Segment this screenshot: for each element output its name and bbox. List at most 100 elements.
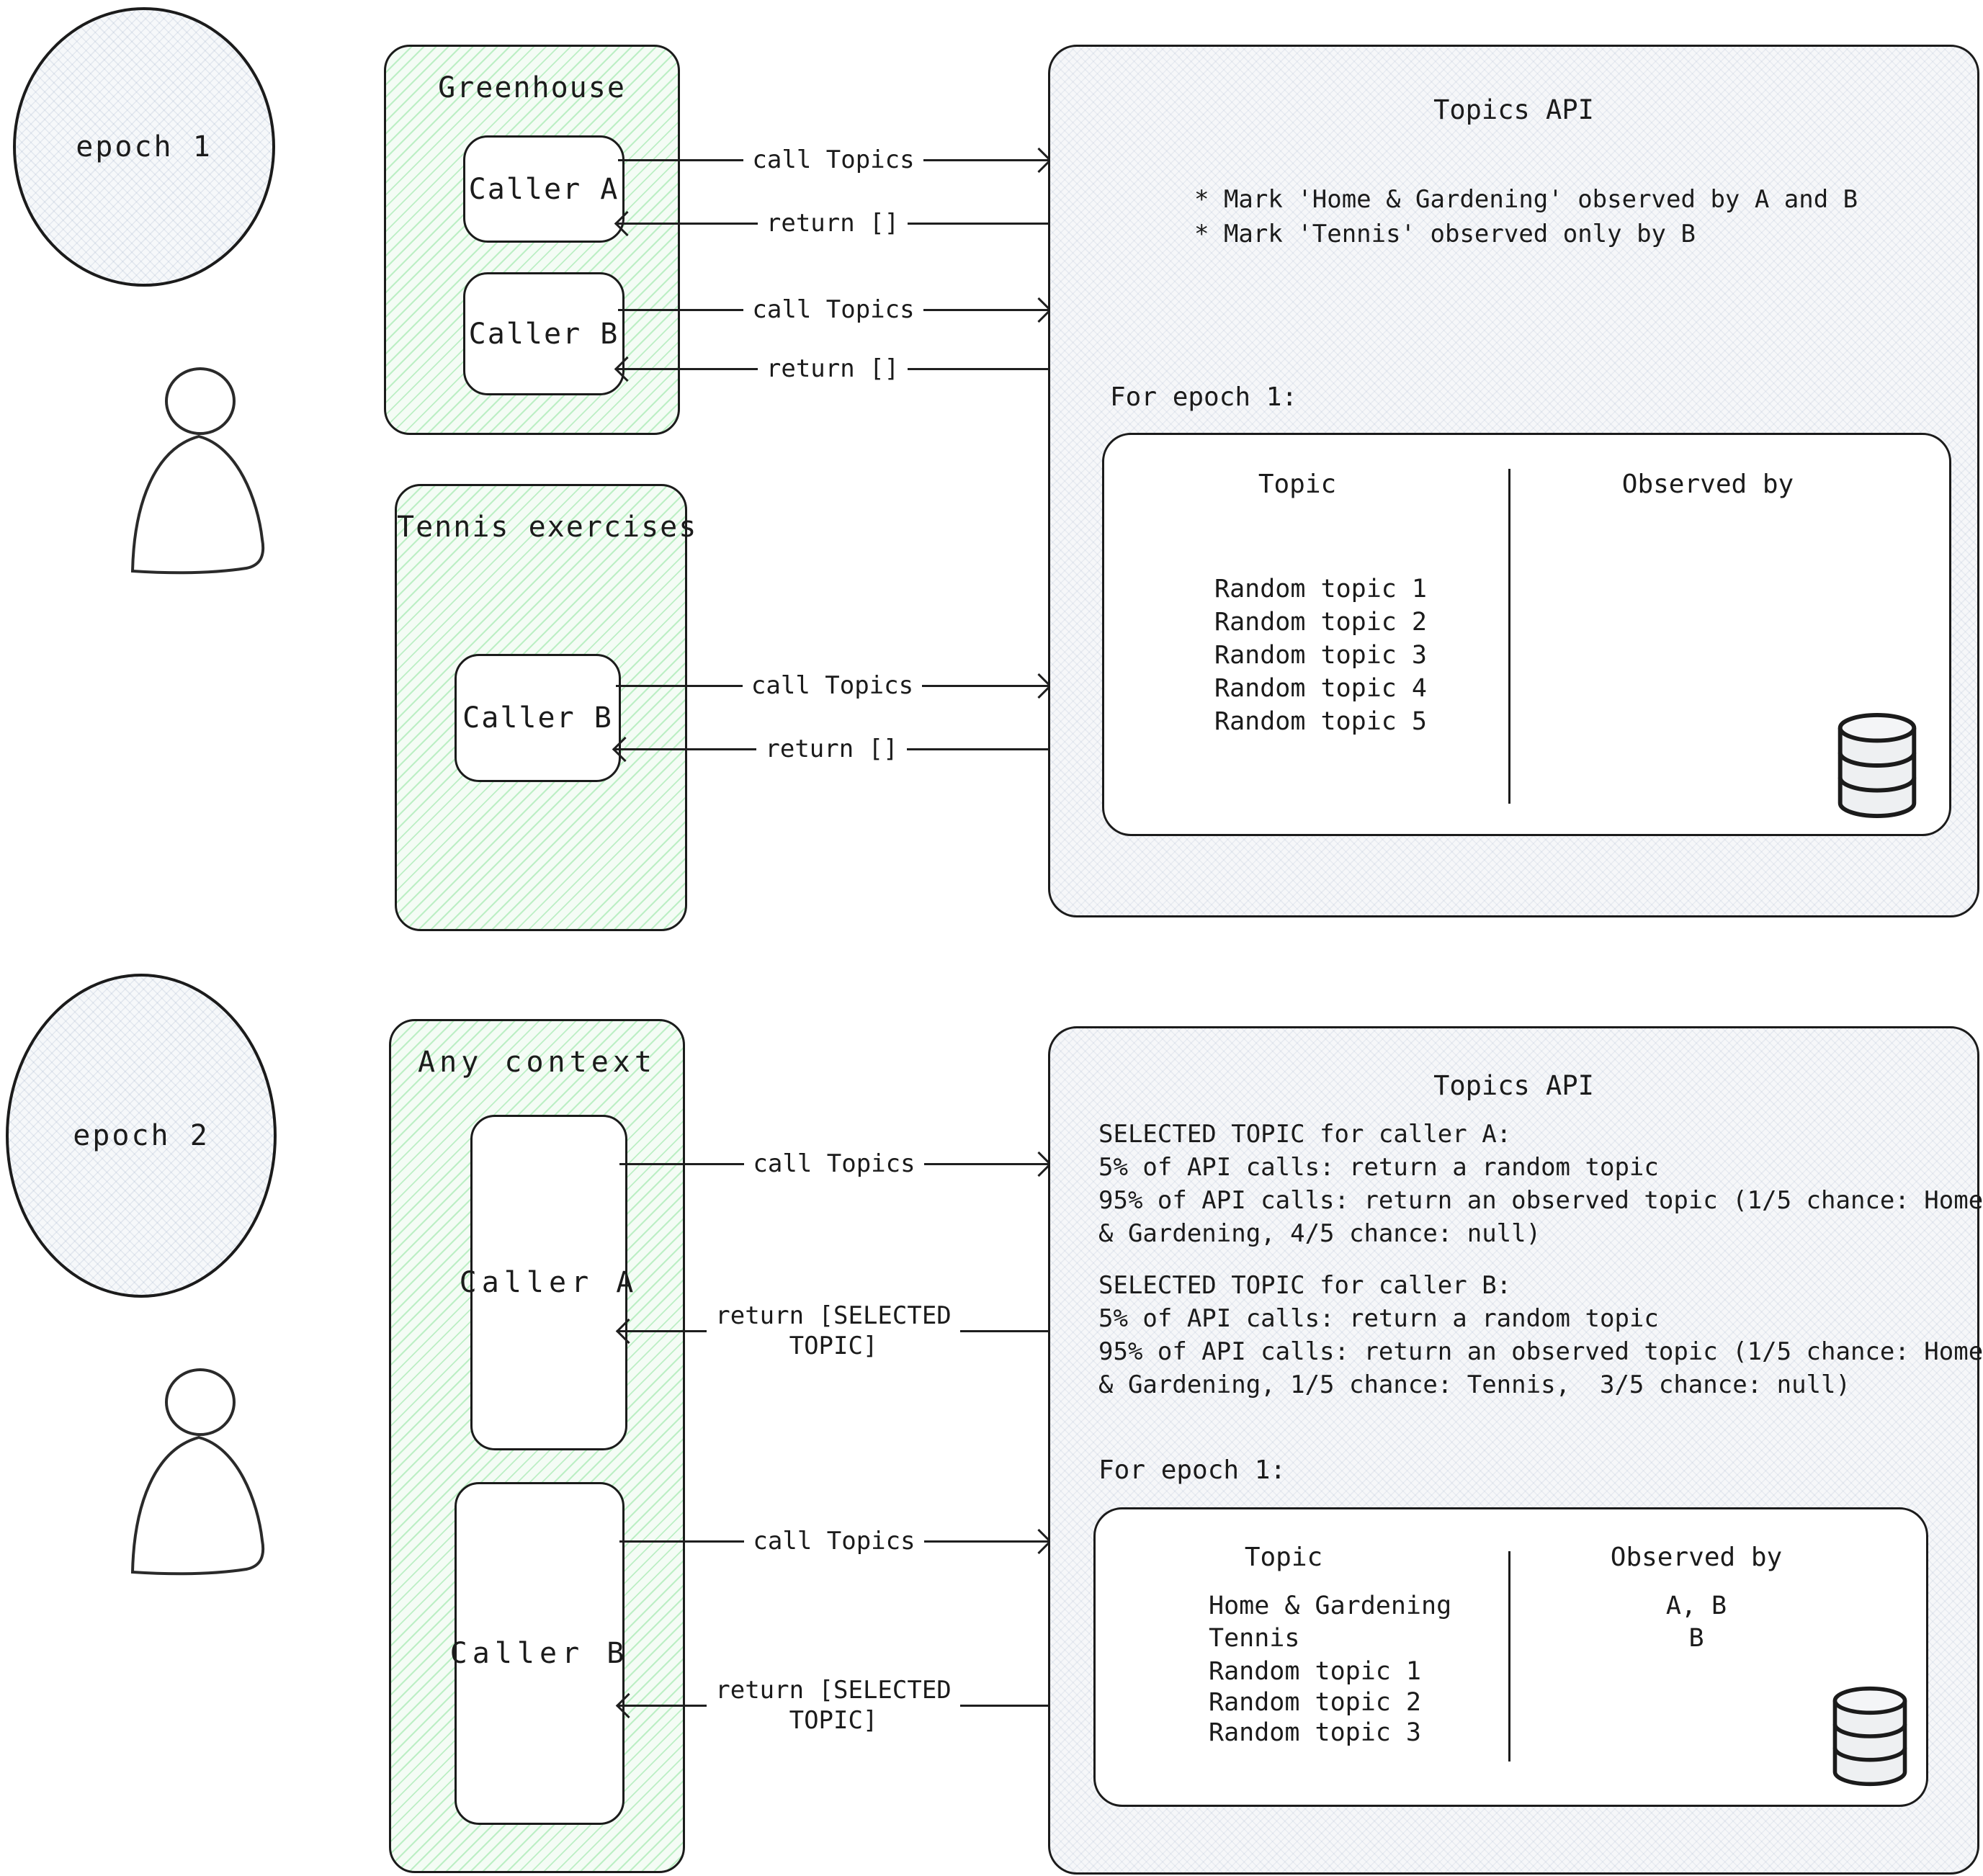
arrow-line bbox=[959, 1329, 1049, 1332]
topics-api-title: Topics API bbox=[1433, 94, 1594, 125]
call-topics-label: call Topics bbox=[753, 1527, 916, 1556]
topics-api-panel-epoch1: Topics API * Mark 'Home & Gardening' obs… bbox=[1048, 45, 1979, 917]
arrow-line bbox=[619, 1162, 745, 1165]
call-topics-label: call Topics bbox=[753, 1149, 916, 1178]
return-arrow-caller-b: return [] bbox=[614, 352, 1049, 385]
call-topics-arrow-tennis-b: call Topics bbox=[616, 669, 1052, 702]
arrow-line bbox=[617, 367, 758, 370]
selected-topic-a-line: 5% of API calls: return a random topic bbox=[1098, 1153, 1659, 1182]
epoch1-topics-table: Topic Observed by Random topic 1 Random … bbox=[1102, 433, 1951, 836]
table-row: Home & Gardening bbox=[1209, 1592, 1452, 1620]
call-topics-label: call Topics bbox=[751, 671, 914, 700]
return-arrow-caller-a: return [] bbox=[614, 207, 1049, 240]
arrow-line bbox=[619, 1329, 707, 1332]
arrow-line bbox=[615, 748, 757, 750]
epoch-table-caption: For epoch 1: bbox=[1110, 382, 1298, 412]
greenhouse-caller-b-box: Caller B bbox=[463, 272, 625, 395]
arrow-line bbox=[616, 684, 743, 687]
tennis-exercises-box: Tennis exercises Caller B bbox=[395, 484, 698, 931]
topics-api-title: Topics API bbox=[1433, 1070, 1594, 1101]
arrow-line bbox=[923, 1540, 1049, 1543]
any-context-title: Any context bbox=[418, 1046, 656, 1079]
database-icon bbox=[1832, 1686, 1907, 1787]
database-icon bbox=[1837, 712, 1917, 819]
arrow-line bbox=[923, 1162, 1049, 1165]
table-row: Random topic 1 bbox=[1209, 1657, 1422, 1686]
selected-topic-a-line: & Gardening, 4/5 chance: null) bbox=[1098, 1219, 1541, 1248]
call-topics-arrow-caller-a: call Topics bbox=[618, 143, 1052, 176]
column-header-topic: Topic bbox=[1258, 470, 1337, 499]
person-icon bbox=[130, 367, 265, 575]
caller-a-label: Caller A bbox=[459, 1266, 639, 1299]
arrow-line bbox=[923, 158, 1049, 161]
arrow-line bbox=[908, 222, 1049, 225]
table-row: Random topic 3 bbox=[1214, 641, 1428, 670]
observed-by-value: B bbox=[1688, 1624, 1704, 1653]
arrowhead-left-icon bbox=[615, 1692, 642, 1718]
epoch-table-caption: For epoch 1: bbox=[1098, 1455, 1286, 1485]
arrow-line bbox=[908, 367, 1049, 370]
table-row: Random topic 4 bbox=[1214, 674, 1428, 703]
table-row: Random topic 2 bbox=[1214, 608, 1428, 637]
tennis-exercises-title: Tennis exercises bbox=[397, 511, 698, 544]
arrow-line bbox=[617, 222, 758, 225]
greenhouse-title: Greenhouse bbox=[438, 71, 626, 104]
arrow-line bbox=[922, 684, 1049, 687]
table-row: Tennis bbox=[1209, 1624, 1300, 1653]
arrow-line bbox=[619, 1540, 745, 1543]
tennis-caller-b-box: Caller B bbox=[455, 654, 621, 782]
epoch2-topics-table: Topic Observed by Home & Gardening Tenni… bbox=[1093, 1507, 1928, 1807]
epoch2-circle: epoch 2 bbox=[6, 974, 277, 1298]
arrowhead-left-icon bbox=[614, 210, 640, 236]
call-topics-arrow-caller-b: call Topics bbox=[618, 293, 1052, 326]
arrowhead-left-icon bbox=[612, 736, 638, 762]
arrow-line bbox=[618, 158, 744, 161]
any-context-caller-b-box: Caller B bbox=[450, 1482, 625, 1825]
call-topics-arrow-epoch2-a: call Topics bbox=[619, 1147, 1052, 1180]
call-topics-label: call Topics bbox=[752, 295, 915, 324]
arrow-line bbox=[923, 308, 1049, 311]
call-topics-label: call Topics bbox=[752, 145, 915, 174]
selected-topic-a-line: SELECTED TOPIC for caller A: bbox=[1098, 1120, 1512, 1149]
arrow-line bbox=[959, 1704, 1049, 1707]
arrow-line bbox=[618, 308, 744, 311]
arrowhead-left-icon bbox=[615, 1318, 642, 1344]
table-row: Random topic 5 bbox=[1214, 707, 1428, 736]
arrow-line bbox=[906, 748, 1049, 750]
call-topics-arrow-epoch2-b: call Topics bbox=[619, 1525, 1052, 1558]
table-row: Random topic 3 bbox=[1209, 1718, 1422, 1747]
column-header-observed-by: Observed by bbox=[1621, 470, 1794, 499]
table-column-divider bbox=[1508, 469, 1510, 804]
selected-topic-b-line: SELECTED TOPIC for caller B: bbox=[1098, 1271, 1512, 1300]
caller-b-label: Caller B bbox=[449, 1637, 630, 1670]
return-label: return [] bbox=[766, 209, 900, 238]
selected-topic-b-line: 5% of API calls: return a random topic bbox=[1098, 1304, 1659, 1333]
column-header-topic: Topic bbox=[1244, 1543, 1323, 1572]
table-column-divider bbox=[1508, 1551, 1510, 1761]
arrowhead-left-icon bbox=[614, 356, 640, 382]
greenhouse-caller-a-box: Caller A bbox=[463, 135, 625, 243]
epoch1-label: epoch 1 bbox=[76, 130, 212, 163]
caller-b-label: Caller B bbox=[468, 317, 619, 351]
caller-a-label: Caller A bbox=[468, 172, 619, 206]
return-label: return [] bbox=[765, 735, 898, 763]
selected-topic-b-line: & Gardening, 1/5 chance: Tennis, 3/5 cha… bbox=[1098, 1370, 1850, 1399]
person-icon bbox=[130, 1368, 265, 1576]
table-row: Random topic 1 bbox=[1214, 575, 1428, 603]
observed-by-value: A, B bbox=[1665, 1592, 1727, 1620]
column-header-observed-by: Observed by bbox=[1610, 1543, 1783, 1572]
return-label: return [] bbox=[766, 354, 900, 383]
api-note-2: * Mark 'Tennis' observed only by B bbox=[1194, 220, 1696, 248]
caller-b-label: Caller B bbox=[462, 701, 613, 735]
api-note-1: * Mark 'Home & Gardening' observed by A … bbox=[1194, 185, 1858, 214]
any-context-box: Any context Caller A Caller B bbox=[389, 1019, 685, 1873]
epoch1-circle: epoch 1 bbox=[13, 7, 275, 287]
selected-topic-b-line: 95% of API calls: return an observed top… bbox=[1098, 1337, 1983, 1366]
epoch2-label: epoch 2 bbox=[73, 1119, 210, 1152]
greenhouse-box: Greenhouse Caller A Caller B bbox=[384, 45, 680, 435]
